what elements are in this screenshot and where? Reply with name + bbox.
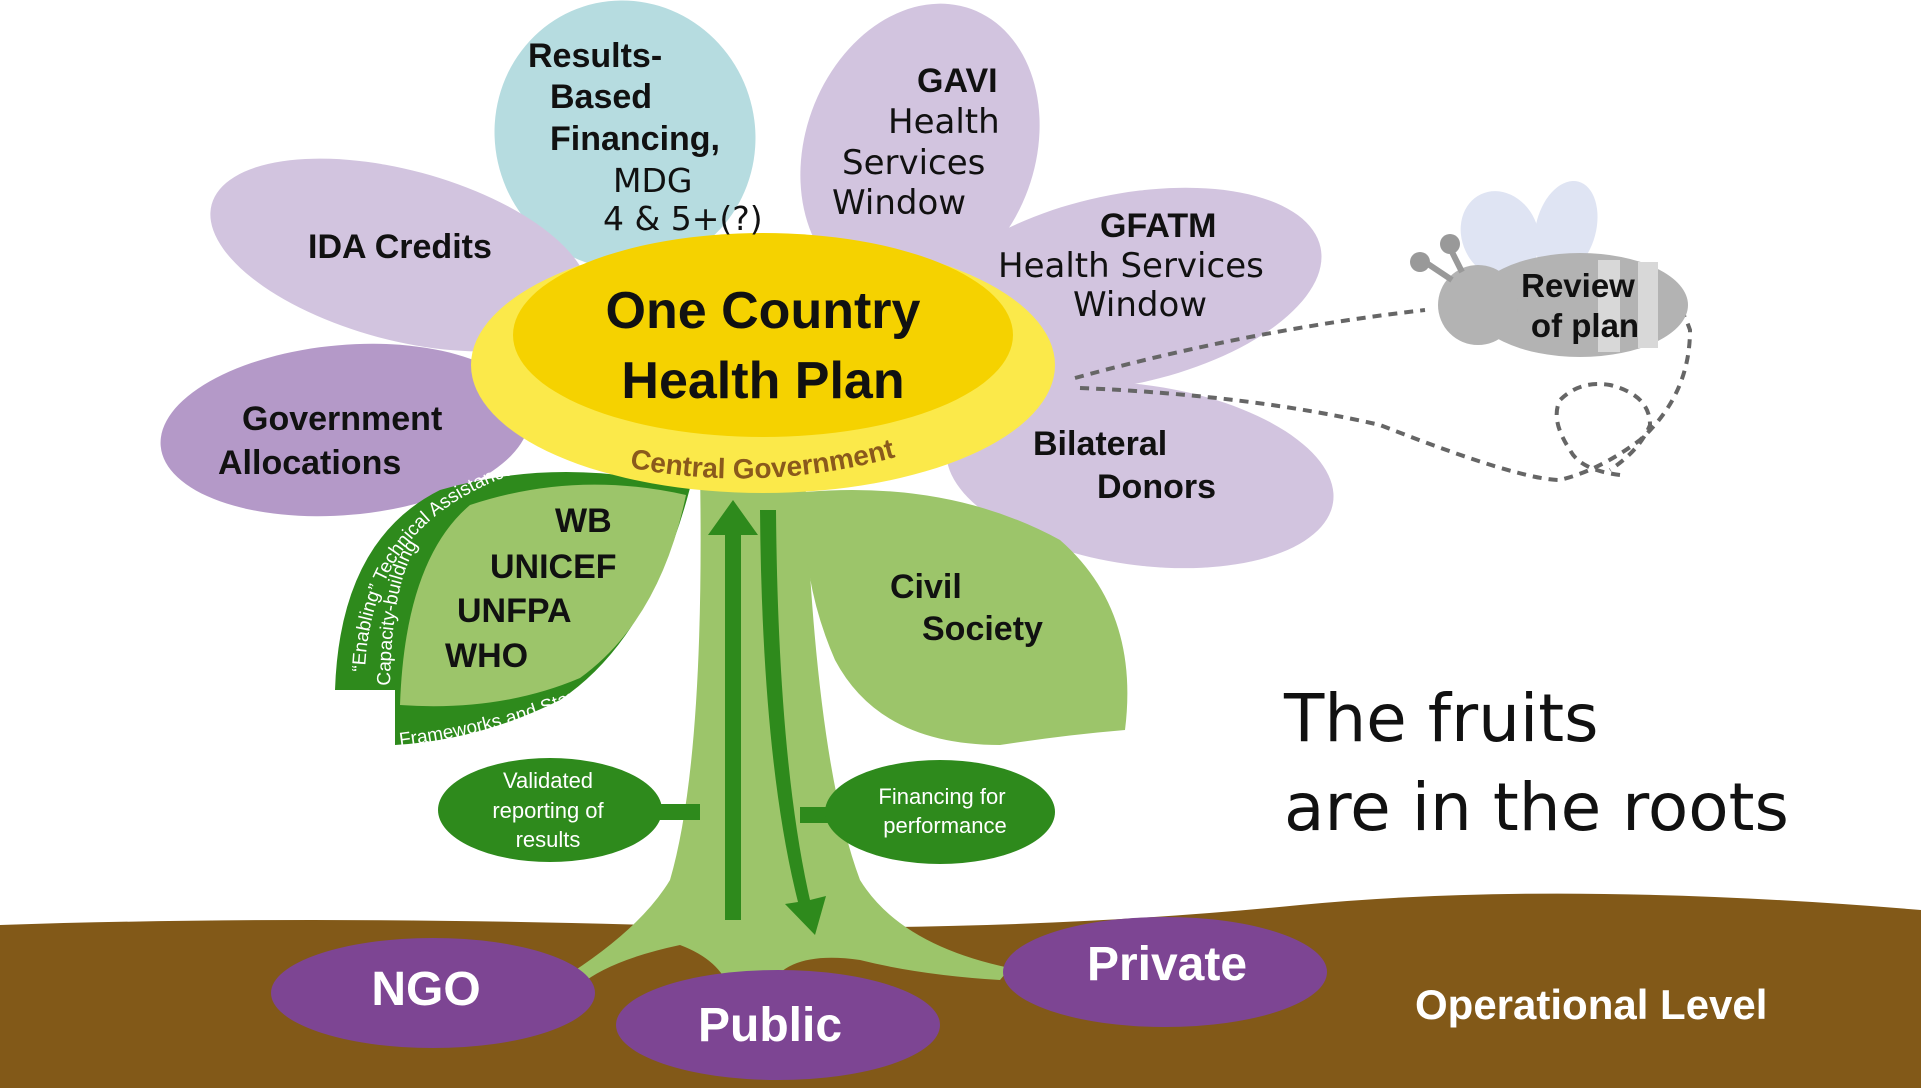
gavi-line1: GAVI: [917, 62, 998, 100]
tagline-line2: are in the roots: [1284, 769, 1789, 846]
root-ngo-label: NGO: [371, 963, 480, 1016]
bee-head: [1438, 265, 1518, 345]
results-based-line5: 4 & 5+(?): [603, 199, 763, 238]
leaf-right: [804, 490, 1128, 745]
petal-gfatm-text: GFATM Health Services Window: [998, 207, 1264, 325]
downward-arrow: [760, 510, 826, 935]
petal-results-based-text: Results- Based Financing, MDG 4 & 5+(?): [528, 37, 763, 238]
validated-line2: reporting of: [492, 798, 604, 823]
bilateral-line1: Bilateral: [1033, 425, 1167, 463]
gavi-line4: Window: [832, 183, 966, 223]
government-line1: Government: [242, 400, 442, 438]
bee-antenna-tip-2: [1440, 234, 1460, 254]
validated-line1: Validated: [503, 768, 593, 793]
bee-label-line2: of plan: [1531, 307, 1639, 344]
bee-wing-left: [1460, 191, 1540, 279]
bee-body: [1472, 253, 1688, 357]
root-public: [616, 970, 940, 1080]
center-disc: [513, 233, 1013, 437]
petal-ida: [210, 158, 590, 352]
financing-line2: performance: [883, 813, 1007, 838]
center-title-line2: Health Plan: [621, 352, 904, 410]
agency-who: WHO: [445, 637, 528, 675]
petal-ida-text: IDA Credits: [308, 228, 492, 266]
bee-flight-path: [1074, 288, 1693, 483]
gfatm-line2: Health Services: [998, 246, 1264, 286]
gavi-line3: Services: [842, 143, 985, 183]
center-title-line1: One Country: [606, 282, 921, 340]
tagline-line1: The fruits: [1283, 680, 1599, 757]
petal-gavi-text: GAVI Health Services Window: [832, 62, 1000, 223]
gavi-line2: Health: [888, 102, 1000, 142]
bee-stripe-1: [1598, 260, 1620, 352]
leaf-financing-performance: [825, 760, 1055, 864]
petal-bilateral-text: Bilateral Donors: [1033, 425, 1216, 506]
results-based-line2: Based: [550, 78, 652, 116]
petal-bilateral: [946, 381, 1334, 569]
bee-label-line1: Review: [1521, 267, 1635, 304]
results-based-line3: Financing,: [550, 120, 720, 158]
petal-government: [160, 343, 530, 517]
results-based-line4: MDG: [613, 161, 692, 200]
root-public-label: Public: [698, 999, 842, 1052]
leaf-validated-reporting: [438, 758, 662, 862]
operational-level-label: Operational Level: [1415, 981, 1767, 1028]
bee-antenna-tip-1: [1410, 252, 1430, 272]
gfatm-line3: Window: [1073, 285, 1207, 325]
bee: [1410, 180, 1688, 357]
root-private-label: Private: [1087, 938, 1247, 991]
bee-stripe-2: [1638, 262, 1658, 348]
petals: [160, 0, 1334, 569]
petal-gavi: [800, 3, 1040, 297]
results-based-line1: Results-: [528, 37, 662, 75]
civil-society-line1: Civil: [890, 568, 962, 606]
upward-arrow: [708, 500, 758, 920]
civil-society-line2: Society: [922, 610, 1043, 648]
validated-line3: results: [516, 827, 581, 852]
financing-performance-text: Financing for performance: [878, 784, 1006, 838]
root-private: [1003, 917, 1327, 1027]
agency-list: WB UNICEF UNFPA WHO: [445, 502, 617, 675]
government-line2: Allocations: [218, 444, 401, 482]
root-ngo: [271, 938, 595, 1048]
leaf-left-inner: [400, 484, 686, 707]
bee-wing-right: [1534, 180, 1598, 276]
validated-reporting-text: Validated reporting of results: [492, 768, 604, 852]
agency-unicef: UNICEF: [490, 548, 617, 586]
financing-line1: Financing for: [878, 784, 1005, 809]
agency-unfpa: UNFPA: [457, 592, 572, 630]
petal-results-based: [494, 0, 756, 270]
petal-government-text: Government Allocations: [218, 400, 442, 482]
gfatm-line1: GFATM: [1100, 207, 1216, 245]
agency-wb: WB: [555, 502, 612, 540]
bilateral-line2: Donors: [1097, 468, 1216, 506]
